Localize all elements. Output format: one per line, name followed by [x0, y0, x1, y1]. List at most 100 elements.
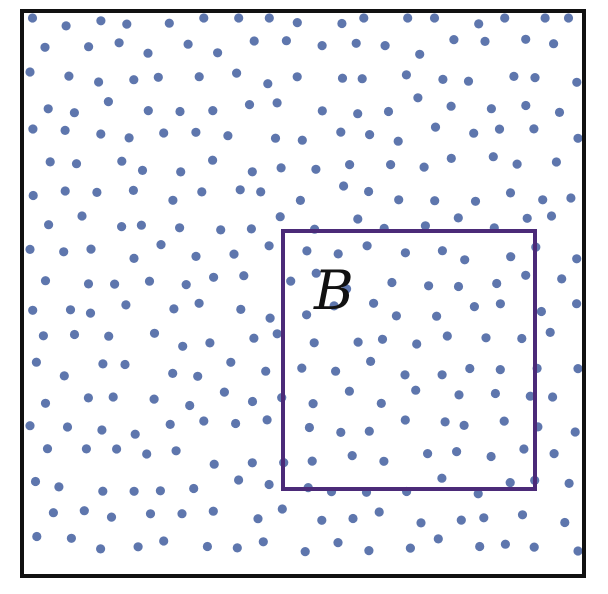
point	[438, 74, 448, 84]
point	[486, 451, 496, 462]
point	[178, 341, 188, 351]
point	[205, 338, 215, 348]
point	[54, 482, 64, 492]
point-cloud	[25, 13, 583, 557]
point	[415, 49, 425, 59]
point	[133, 542, 143, 552]
point	[351, 38, 361, 48]
point	[253, 514, 263, 524]
point	[453, 281, 464, 292]
point	[348, 513, 358, 524]
point	[213, 48, 223, 58]
point	[342, 284, 352, 294]
point	[40, 398, 51, 408]
point	[43, 104, 53, 114]
point	[258, 537, 268, 547]
point	[45, 157, 55, 167]
point	[40, 42, 50, 52]
point	[159, 128, 169, 138]
point	[249, 333, 259, 343]
point	[66, 533, 76, 543]
point	[202, 541, 212, 552]
point	[292, 18, 302, 28]
point	[545, 327, 555, 337]
point	[432, 311, 442, 321]
point	[169, 304, 179, 314]
point	[61, 21, 71, 31]
window-label: B	[313, 259, 354, 322]
point	[308, 399, 318, 409]
point	[500, 539, 510, 549]
point	[275, 212, 285, 222]
point	[28, 124, 38, 134]
point	[572, 299, 582, 309]
point	[345, 160, 355, 170]
point	[456, 515, 466, 525]
point	[286, 276, 296, 286]
point	[505, 188, 516, 198]
point	[437, 370, 447, 380]
point	[411, 385, 421, 395]
point	[517, 510, 528, 520]
point	[159, 536, 169, 546]
point	[412, 339, 422, 349]
point	[83, 279, 94, 289]
point	[522, 213, 532, 223]
point	[247, 458, 257, 468]
point	[333, 538, 343, 548]
point	[374, 507, 384, 517]
point	[183, 39, 193, 49]
point	[191, 127, 201, 137]
point	[424, 281, 434, 291]
point	[48, 508, 59, 518]
point	[401, 70, 411, 80]
point	[549, 449, 559, 459]
point	[247, 396, 258, 407]
point	[509, 71, 519, 81]
point	[209, 272, 219, 282]
point	[262, 415, 272, 425]
point	[459, 420, 469, 430]
point	[560, 517, 570, 528]
point	[106, 512, 117, 522]
point	[302, 246, 312, 256]
point	[329, 301, 339, 311]
point	[495, 365, 505, 375]
point	[369, 298, 379, 308]
point	[191, 251, 201, 261]
point	[292, 72, 302, 82]
point	[449, 35, 459, 45]
point	[270, 133, 281, 143]
point	[311, 268, 321, 278]
point	[121, 300, 131, 310]
point	[25, 421, 35, 431]
point	[247, 167, 257, 177]
point	[117, 156, 127, 166]
point	[564, 478, 574, 488]
point	[114, 38, 124, 48]
point	[153, 72, 163, 82]
point	[143, 48, 153, 58]
point	[517, 333, 527, 344]
point	[337, 73, 348, 83]
point	[97, 425, 107, 435]
point	[521, 100, 531, 111]
point	[94, 77, 104, 87]
point	[538, 195, 548, 205]
point	[469, 128, 479, 138]
point	[42, 444, 53, 454]
point	[142, 449, 152, 459]
point	[529, 542, 539, 552]
point	[495, 299, 505, 309]
point	[506, 252, 516, 262]
point	[469, 302, 479, 312]
point	[265, 313, 275, 323]
point	[387, 277, 397, 288]
point	[473, 489, 483, 499]
point	[234, 475, 244, 485]
point	[65, 305, 76, 315]
point	[96, 16, 106, 26]
point	[168, 368, 178, 378]
point	[383, 106, 394, 117]
point	[480, 36, 490, 47]
